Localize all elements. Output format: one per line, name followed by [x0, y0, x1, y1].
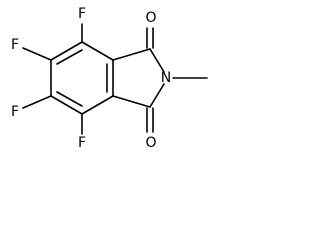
cf-bond-upper-left: [22, 47, 52, 61]
atom-f-top: F: [78, 6, 86, 22]
imide-bond-c6-ctop: [112, 48, 151, 61]
molecule-structure: F F F F O O N: [11, 6, 208, 151]
ring-bond-c1-c2: [50, 41, 83, 61]
ring-double-c3-c4: [56, 91, 83, 107]
ring-bond-c4-c5: [81, 95, 114, 115]
ring-bond-c3-c4: [50, 95, 83, 115]
atom-f-upper-left: F: [11, 37, 19, 53]
imide-bond-ctop-n: [149, 48, 165, 73]
ring-bond-c6-c1: [81, 41, 114, 61]
cf-bond-lower-left: [22, 95, 52, 109]
atom-n: N: [161, 70, 171, 86]
imide-bond-cbottom-c5: [112, 95, 151, 108]
imide-bond-n-cbottom: [149, 83, 165, 108]
ring-double-c1-c2: [56, 49, 83, 65]
atom-o-top: O: [145, 10, 156, 26]
atom-f-bottom: F: [78, 135, 86, 151]
atom-f-lower-left: F: [11, 104, 19, 120]
atom-o-bottom: O: [145, 135, 156, 151]
